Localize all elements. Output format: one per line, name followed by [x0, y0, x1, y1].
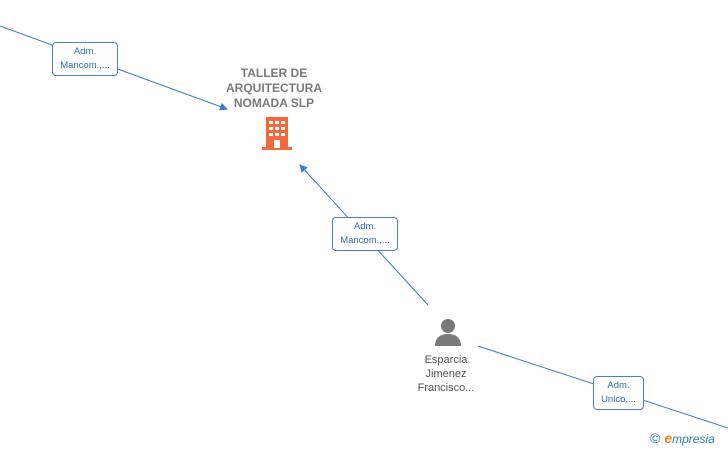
brand-watermark: © empresia — [650, 429, 715, 447]
building-icon[interactable] — [261, 115, 293, 156]
edge-label-detail: Unico,... — [601, 394, 636, 405]
empresia-logo: empresia — [664, 431, 714, 446]
person-icon[interactable] — [433, 317, 463, 352]
edge-label-role: Adm. — [353, 221, 377, 232]
person-name[interactable]: Esparcia Jimenez Francisco... — [400, 353, 492, 395]
edge-label-left[interactable]: Adm. Mancom.,... — [52, 42, 118, 76]
logo-initial: e — [664, 429, 673, 446]
edge-label-right[interactable]: Adm. Unico,... — [593, 376, 644, 410]
copyright-symbol: © — [650, 430, 661, 446]
person-name-line: Francisco... — [417, 382, 475, 394]
person-name-line: Jimenez — [425, 368, 467, 380]
edge-label-role: Adm. — [607, 380, 630, 391]
person-name-line: Esparcia — [424, 354, 468, 366]
edge-label-role: Adm. — [73, 46, 97, 57]
edge-label-detail: Mancom.,... — [60, 60, 110, 71]
company-name[interactable]: TALLER DE ARQUITECTURA NOMADA SLP — [226, 66, 322, 110]
edge-label-detail: Mancom.,... — [340, 235, 390, 246]
logo-rest: mpresia — [672, 431, 715, 446]
edge-label-person-company[interactable]: Adm. Mancom.,... — [332, 217, 398, 251]
